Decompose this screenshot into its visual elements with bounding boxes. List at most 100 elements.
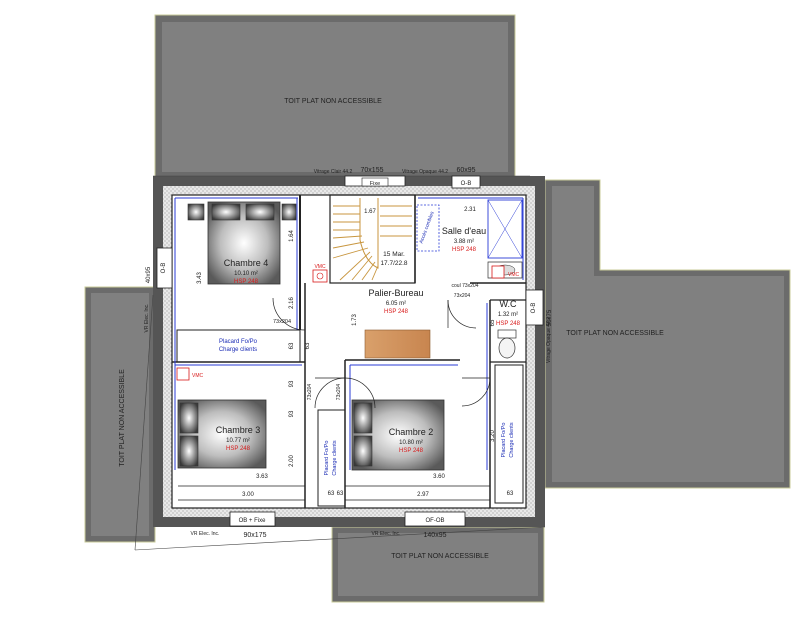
stairs-size: 17.7/22.8 xyxy=(380,260,407,267)
room-chambre-4: Chambre 4 10.10 m² HSP 248 xyxy=(224,258,269,285)
placard-ch2-line2: Charge clients xyxy=(509,422,515,457)
room-palier: Palier-Bureau 6.05 m² HSP 248 xyxy=(368,288,423,315)
room-palier-area: 6.05 m² xyxy=(386,301,406,307)
window-top-left: Fixe Vitrage Clair 44.2 70x155 xyxy=(314,167,406,187)
doors xyxy=(272,297,491,409)
window-top-right-label: Vitrage Opaque 44.2 xyxy=(402,169,448,175)
toilet xyxy=(497,329,517,359)
placard-ch3-line2: Charge clients xyxy=(332,440,338,475)
dim-93b: 93 xyxy=(289,410,295,417)
room-ch2-name: Chambre 2 xyxy=(389,427,434,437)
door-ch3-size: 73x204 xyxy=(307,384,313,401)
vmc-label-2: VMC xyxy=(508,272,520,278)
window-top-right-size: 60x95 xyxy=(456,167,475,174)
window-bottom-right-box: OF-OB xyxy=(426,518,445,524)
room-ch3-hsp: HSP 248 xyxy=(226,446,251,452)
dim-63e: 63 xyxy=(337,491,344,497)
insulation-lines xyxy=(174,197,524,470)
shower xyxy=(487,199,523,259)
stairs-count: 15 Mar. xyxy=(383,251,405,258)
dim-297: 2.97 xyxy=(417,492,429,498)
window-top-right-box: O-B xyxy=(461,181,472,187)
room-wc-name: W.C xyxy=(500,299,517,309)
vmc-label-1: VMC xyxy=(314,264,326,270)
dim-63d: 63 xyxy=(305,342,311,349)
dim-63c: 63 xyxy=(507,491,514,497)
roof-bottom: TOIT PLAT NON ACCESSIBLE xyxy=(331,526,545,603)
room-ch3-area: 10.77 m² xyxy=(226,438,250,444)
room-chambre-2: Chambre 2 10.80 m² HSP 248 xyxy=(389,427,434,454)
window-bottom-right-vr: VR Elec. Inc. xyxy=(372,531,401,537)
roof-bottom-label: TOIT PLAT NON ACCESSIBLE xyxy=(391,553,489,560)
stairs-width: 1.67 xyxy=(364,209,376,215)
dim-216: 2.16 xyxy=(289,297,295,309)
window-top-left-size: 70x155 xyxy=(361,167,384,174)
window-bottom-left-vr: VR Elec. Inc. xyxy=(191,531,220,537)
roof-left-label: TOIT PLAT NON ACCESSIBLE xyxy=(119,369,126,467)
vmc-label-3: VMC xyxy=(192,373,204,379)
placard-chambre-4: Placard Fo/Po Charge clients xyxy=(219,339,258,353)
roof-top: TOIT PLAT NON ACCESSIBLE xyxy=(154,14,516,178)
placard-chambre-3: Placard Fo/Po Charge clients xyxy=(324,440,338,475)
dim-63b: 63 xyxy=(328,491,335,497)
room-wc-hsp: HSP 248 xyxy=(496,321,521,327)
window-top-right: O-B Vitrage Opaque 44.2 60x95 xyxy=(402,167,481,189)
staircase: 1.67 15 Mar. 17.7/22.8 xyxy=(332,198,412,281)
roof-right-label: TOIT PLAT NON ACCESSIBLE xyxy=(566,330,664,337)
room-palier-name: Palier-Bureau xyxy=(368,288,423,298)
desk xyxy=(364,329,431,359)
vmc-chambre-3: VMC xyxy=(176,367,204,381)
dim-173: 1.73 xyxy=(352,314,358,326)
window-top-left-label: Vitrage Clair 44.2 xyxy=(314,169,353,175)
room-ch4-name: Chambre 4 xyxy=(224,258,269,268)
room-ch2-area: 10.80 m² xyxy=(399,440,423,446)
room-wc-area: 1.32 m² xyxy=(498,312,518,318)
window-left-size: 40x95 xyxy=(146,266,152,283)
dimensions: 2.31 1.64 3.43 2.16 63 93 1.73 93 2.00 6… xyxy=(197,207,514,498)
window-top-left-box: Fixe xyxy=(370,181,380,187)
door-ch4-size: 73x204 xyxy=(273,319,291,325)
window-bottom-left-size: 90x175 xyxy=(244,532,267,539)
room-sde-hsp: HSP 248 xyxy=(452,247,477,253)
roof-top-label: TOIT PLAT NON ACCESSIBLE xyxy=(284,98,382,105)
window-right-vitrage: Vitrage Opaque 44.2 xyxy=(546,317,552,363)
room-ch4-hsp: HSP 248 xyxy=(234,279,259,285)
dim-65: 65 xyxy=(490,319,496,326)
dim-231: 2.31 xyxy=(464,207,476,213)
dim-343: 3.43 xyxy=(197,272,203,284)
window-left-box: O-B xyxy=(161,263,167,274)
window-left: O-B 40x95 VR Elec. Inc. xyxy=(144,247,173,333)
placard-chambre-2: Placard Fo/Po Charge clients xyxy=(501,422,515,457)
window-left-vr: VR Elec. Inc. xyxy=(144,304,150,333)
window-right-size: 50x75 xyxy=(547,309,553,326)
room-palier-hsp: HSP 248 xyxy=(384,309,409,315)
room-wc: W.C 1.32 m² HSP 248 xyxy=(496,299,521,327)
placard-ch4-line1: Placard Fo/Po xyxy=(219,339,258,345)
vmc-salle-eau: VMC xyxy=(491,265,520,279)
dim-63a: 63 xyxy=(289,342,295,349)
roof-left: TOIT PLAT NON ACCESSIBLE xyxy=(84,286,156,543)
vmc-chambre-4: VMC xyxy=(312,264,328,283)
placard-ch2-line1: Placard Fo/Po xyxy=(501,423,507,458)
bed-chambre-2 xyxy=(351,399,445,471)
door-wc-size: coul 73x204 xyxy=(452,283,479,289)
dim-93a: 93 xyxy=(289,380,295,387)
window-bottom-right: OF-OB VR Elec. Inc. 140x95 xyxy=(372,511,466,539)
dim-320: 3.20 xyxy=(490,430,496,442)
room-chambre-3: Chambre 3 10.77 m² HSP 248 xyxy=(216,425,261,452)
bed-chambre-3 xyxy=(177,399,267,469)
window-bottom-left-box: OB + Fixe xyxy=(239,518,267,524)
dim-360: 3.60 xyxy=(433,474,445,480)
room-ch2-hsp: HSP 248 xyxy=(399,448,424,454)
room-ch3-name: Chambre 3 xyxy=(216,425,261,435)
window-right: O-B 50x75 Vitrage Opaque 44.2 xyxy=(525,289,553,363)
window-right-box: O-B xyxy=(531,303,537,314)
bed-chambre-4 xyxy=(187,201,297,285)
placard-ch4-line2: Charge clients xyxy=(219,347,257,353)
room-sde-name: Salle d'eau xyxy=(442,226,486,236)
placard-ch3-line1: Placard Fo/Po xyxy=(324,441,330,476)
room-sde-area: 3.88 m² xyxy=(454,239,474,245)
room-salle-eau: Salle d'eau 3.88 m² HSP 248 xyxy=(442,226,486,253)
dim-363: 3.63 xyxy=(256,474,268,480)
